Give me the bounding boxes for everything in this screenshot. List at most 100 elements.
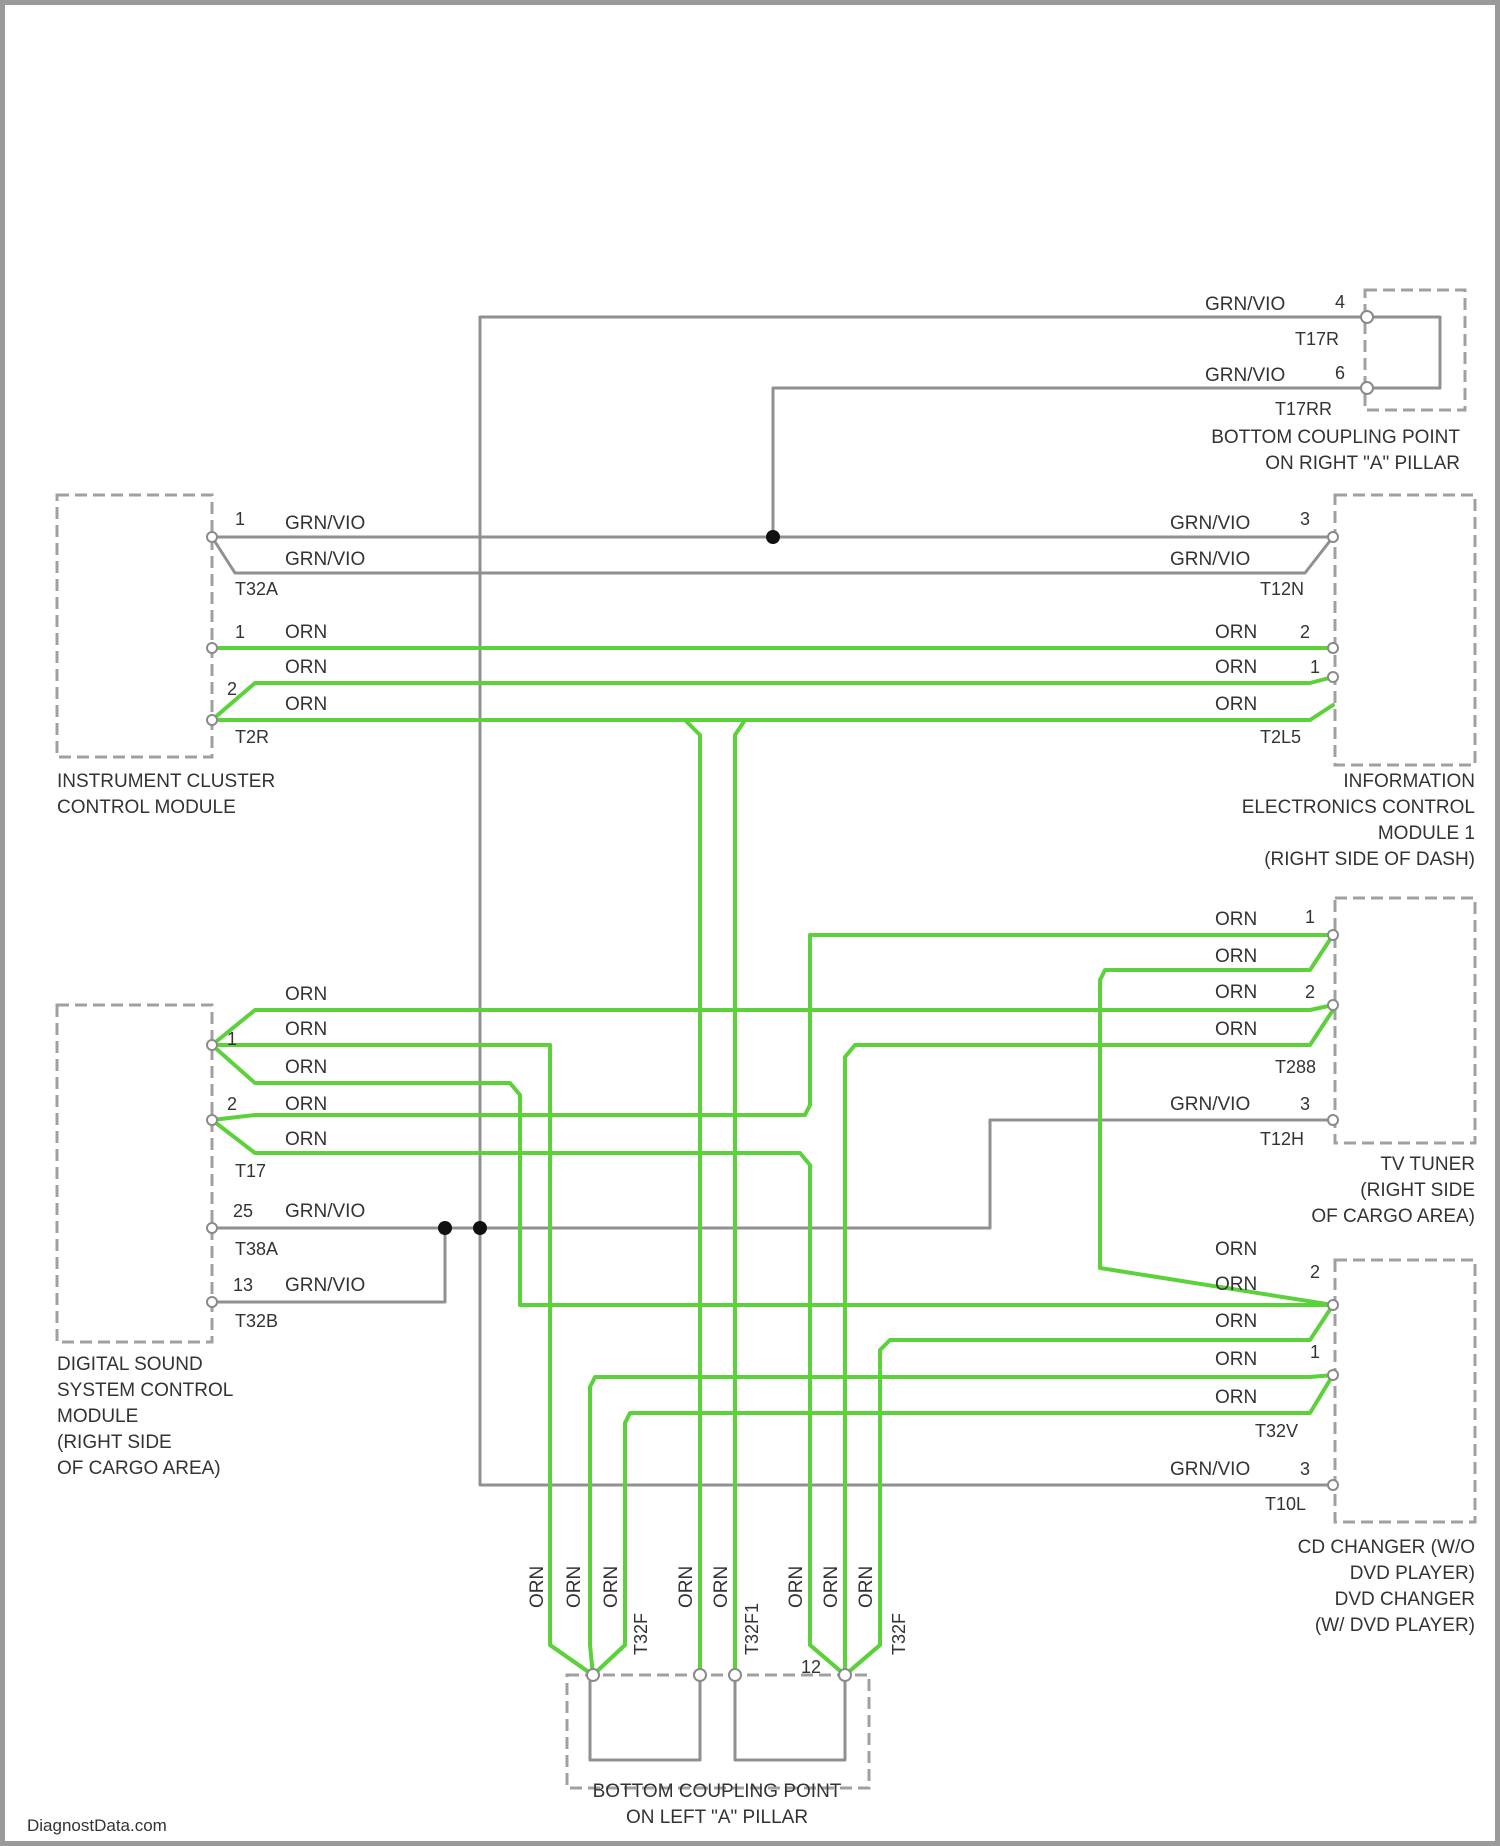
coupling-left-loop-b	[735, 1677, 845, 1760]
connector-label-t32b: T32B	[235, 1311, 278, 1331]
wire-code-orn-cd-5: ORN	[1215, 1387, 1257, 1408]
pin-label-t17r-4: 4	[1335, 292, 1345, 312]
caption-digital-sound-line5: OF CARGO AREA)	[57, 1458, 221, 1479]
wire-code-grnvio-cd: GRN/VIO	[1170, 1459, 1250, 1480]
wire-code-orn-cd-1: ORN	[1215, 1239, 1257, 1260]
coupling-point-left-box	[567, 1675, 869, 1788]
pin-label-t288-1: 1	[1305, 907, 1315, 927]
pin-label-t32v-1: 1	[1310, 1342, 1320, 1362]
wire-orn-cd-3	[593, 1375, 1333, 1675]
splice-dot-left	[438, 1221, 452, 1235]
caption-coupling-left-line2: ON LEFT "A" PILLAR	[626, 1807, 808, 1828]
pin-t2r-1	[207, 643, 217, 653]
wire-code-grnvio-ds-13: GRN/VIO	[285, 1275, 365, 1296]
wire-orn-ic-2	[212, 677, 1333, 720]
wire-grnvio-sound-25	[212, 1120, 1333, 1228]
wire-code-orn-info-3: ORN	[1215, 694, 1257, 715]
pin-t288-1	[1328, 930, 1338, 940]
pin-label-t38a-25: 25	[233, 1201, 253, 1221]
connector-label-t12n: T12N	[1260, 579, 1304, 599]
pin-t12h-3	[1328, 1115, 1338, 1125]
wire-code-orn-vert-2: ORN	[564, 1566, 585, 1608]
wire-orn-tv-2	[845, 1010, 1333, 1675]
caption-digital-sound-line1: DIGITAL SOUND	[57, 1354, 203, 1375]
connector-label-t38a: T38A	[235, 1239, 278, 1259]
wire-code-orn-vert-5: ORN	[711, 1566, 732, 1608]
pin-coupling-left-b	[694, 1669, 706, 1681]
pin-t10l-3	[1328, 1480, 1338, 1490]
caption-tv-tuner-line2: (RIGHT SIDE	[1360, 1180, 1475, 1201]
wire-code-grnvio-ic-1: GRN/VIO	[285, 513, 365, 534]
wiring-diagram: GRN/VIO 4 T17R GRN/VIO 6 T17RR BOTTOM CO…	[5, 5, 1500, 1846]
connector-label-t288: T288	[1275, 1057, 1316, 1077]
pin-label-t2r-1: 1	[235, 622, 245, 642]
wire-code-grnvio-ds-25: GRN/VIO	[285, 1201, 365, 1222]
wire-code-orn-vert-6: ORN	[786, 1566, 807, 1608]
pin-label-t10l-3: 3	[1300, 1459, 1310, 1479]
caption-digital-sound-line4: (RIGHT SIDE	[57, 1432, 172, 1453]
wire-code-orn-vert-3: ORN	[601, 1566, 622, 1608]
wire-code-orn-vert-4: ORN	[676, 1566, 697, 1608]
wire-code-orn-vert-7: ORN	[821, 1566, 842, 1608]
wire-code-grnvio-info-2: GRN/VIO	[1170, 549, 1250, 570]
connector-label-t12h: T12H	[1260, 1129, 1304, 1149]
wire-code-orn-tv-1: ORN	[1215, 909, 1257, 930]
pin-coupling-left-d	[839, 1669, 851, 1681]
connector-label-t32f1: T32F1	[742, 1603, 762, 1655]
wire-code-orn-cd-4: ORN	[1215, 1349, 1257, 1370]
wire-grnvio-bus-main	[480, 317, 1367, 1485]
wire-code-grnvio-t17rr: GRN/VIO	[1205, 365, 1285, 386]
pin-t2r-2	[207, 715, 217, 725]
wire-code-grnvio-ic-2: GRN/VIO	[285, 549, 365, 570]
connector-label-t32f-b: T32F	[889, 1613, 909, 1655]
caption-info-electronics-line3: MODULE 1	[1378, 823, 1475, 844]
connector-label-t32f-a: T32F	[631, 1613, 651, 1655]
wire-orn-ds-3	[212, 1045, 1333, 1305]
wire-code-orn-ds-4: ORN	[285, 1094, 327, 1115]
pin-coupling-left-a	[587, 1669, 599, 1681]
pin-label-t32a-1: 1	[235, 509, 245, 529]
connector-label-t2r: T2R	[235, 727, 269, 747]
pin-t12n-3	[1328, 532, 1338, 542]
coupling-left-loop-a	[590, 1677, 700, 1760]
pin-t2l5-2	[1328, 643, 1338, 653]
pin-label-t32b-13: 13	[233, 1275, 253, 1295]
connector-label-t17rr: T17RR	[1275, 399, 1332, 419]
pin-t38a-25	[207, 1223, 217, 1233]
caption-coupling-right-line2: ON RIGHT "A" PILLAR	[1265, 453, 1460, 474]
connector-label-t17: T17	[235, 1161, 266, 1181]
pin-label-t17-1: 1	[227, 1029, 237, 1049]
cd-changer-box	[1335, 1260, 1475, 1522]
wire-orn-ic-drop-b	[735, 720, 1310, 1675]
wire-code-orn-tv-4: ORN	[1215, 1019, 1257, 1040]
caption-cd-changer-line3: DVD CHANGER	[1335, 1589, 1475, 1610]
wire-code-orn-vert-1: ORN	[527, 1566, 548, 1608]
wire-code-orn-ds-5: ORN	[285, 1129, 327, 1150]
wire-code-orn-info-2: ORN	[1215, 657, 1257, 678]
pin-t17-2	[207, 1115, 217, 1125]
wire-orn-cd-1	[845, 1305, 1333, 1675]
wire-code-orn-info-1: ORN	[1215, 622, 1257, 643]
pin-label-t2r-2: 2	[227, 679, 237, 699]
caption-digital-sound-line2: SYSTEM CONTROL	[57, 1380, 233, 1401]
information-electronics-box	[1335, 495, 1475, 765]
connector-label-t32v: T32V	[1255, 1421, 1298, 1441]
wire-orn-funnel-a	[550, 1645, 625, 1675]
wire-code-orn-cd-3: ORN	[1215, 1311, 1257, 1332]
caption-coupling-left-line1: BOTTOM COUPLING POINT	[593, 1781, 842, 1802]
pin-label-t17-2: 2	[227, 1094, 237, 1114]
pin-label-t32v-2: 2	[1310, 1262, 1320, 1282]
wire-code-orn-vert-8: ORN	[856, 1566, 877, 1608]
pin-label-t2l5-1: 1	[1310, 657, 1320, 677]
wire-code-orn-tv-2: ORN	[1215, 946, 1257, 967]
wire-orn-ic-drop-a	[605, 720, 700, 1675]
pin-t288-2	[1328, 1000, 1338, 1010]
pin-coupling-left-c	[729, 1669, 741, 1681]
wire-orn-ds-1	[212, 1005, 1333, 1045]
caption-coupling-right-line1: BOTTOM COUPLING POINT	[1211, 427, 1460, 448]
pin-t2l5-1	[1328, 672, 1338, 682]
pin-t32a-1	[207, 532, 217, 542]
pin-label-t288-2: 2	[1305, 982, 1315, 1002]
pin-label-t12h-3: 3	[1300, 1094, 1310, 1114]
